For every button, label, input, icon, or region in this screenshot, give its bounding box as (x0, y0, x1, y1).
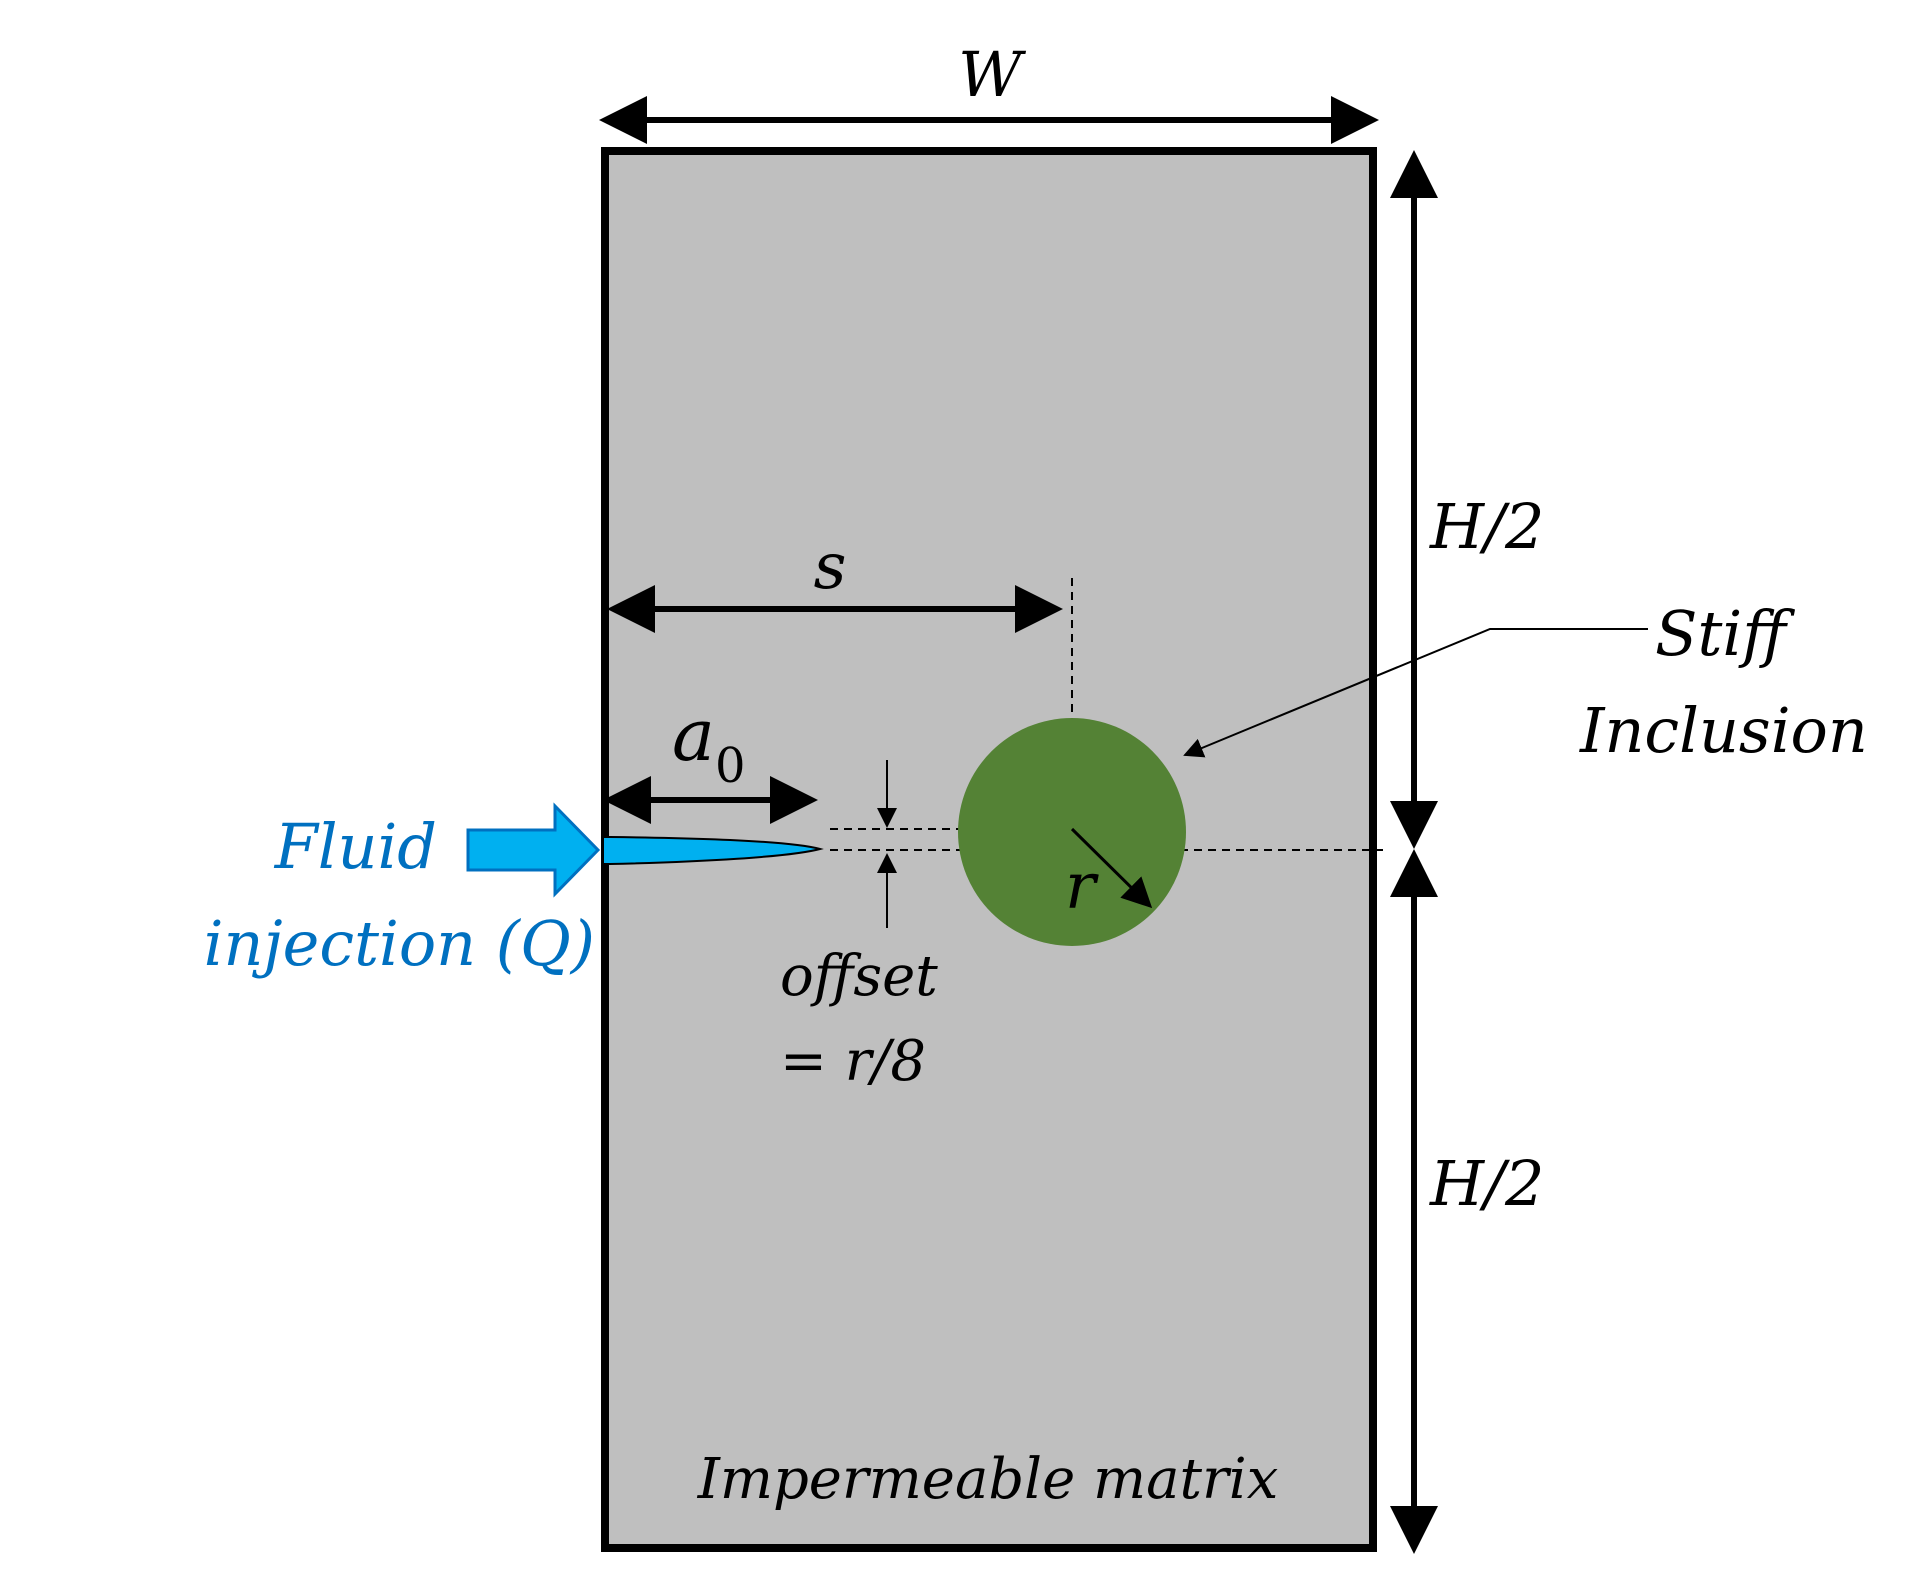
inclusion-callout-leader (1183, 628, 1648, 758)
width-label: W (958, 38, 1026, 111)
offset-label-line2: = r/8 (780, 1029, 926, 1094)
fluid-injection-label-line2: injection (Q) (204, 907, 595, 980)
fluid-injection-arrow (466, 802, 601, 898)
crack-length-symbol: a (672, 693, 715, 777)
inclusion-label-line1: Stiff (1655, 597, 1795, 670)
half-height-bottom-label: H/2 (1429, 1147, 1544, 1220)
inclusion-label-line2: Inclusion (1579, 694, 1868, 767)
crack-length-label: a0 (672, 693, 745, 794)
spacing-label: s (814, 530, 847, 604)
matrix-label: Impermeable matrix (697, 1447, 1279, 1512)
radius-label: r (1065, 850, 1099, 924)
radius-arrow (1070, 827, 1153, 909)
initial-crack (602, 836, 824, 865)
crack-length-subscript: 0 (715, 738, 746, 794)
half-height-top-label: H/2 (1429, 490, 1544, 563)
fluid-injection-label-line1: Fluid (274, 810, 437, 883)
offset-label-line1: offset (780, 944, 938, 1009)
